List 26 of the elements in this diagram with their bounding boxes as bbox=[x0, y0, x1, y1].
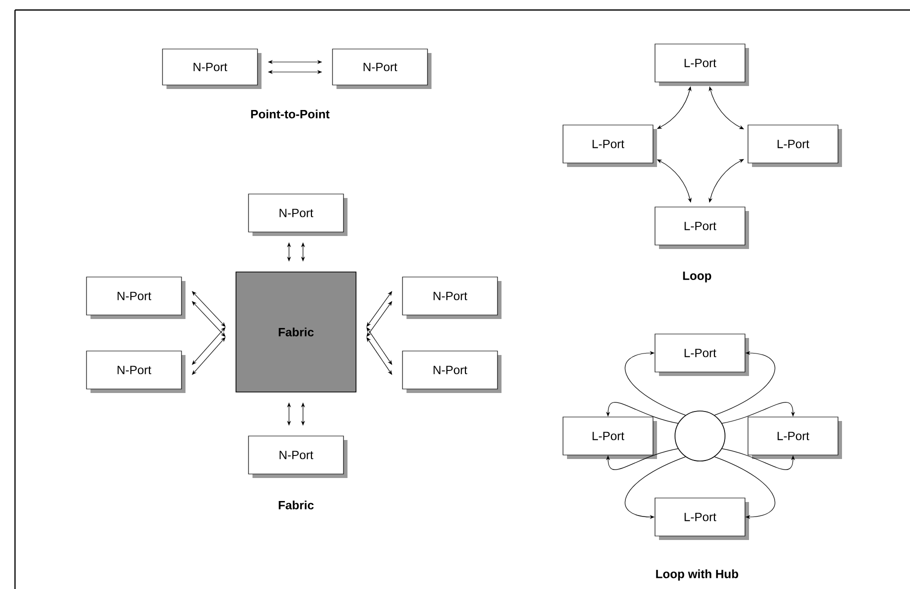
port-box: L-Port bbox=[654, 206, 749, 249]
port-box: L-Port bbox=[654, 498, 749, 540]
diagram-caption: Point-to-Point bbox=[251, 110, 330, 118]
hub-circle bbox=[674, 410, 726, 462]
port-box: N-Port bbox=[248, 194, 348, 236]
port-box: L-Port bbox=[748, 124, 842, 167]
arrow bbox=[714, 456, 776, 520]
port-box: N-Port bbox=[162, 48, 262, 89]
diagram-caption: Fabric bbox=[278, 500, 314, 510]
diagram-caption: Loop bbox=[683, 272, 712, 282]
port-box: L-Port bbox=[654, 334, 749, 376]
port-box: N-Port bbox=[86, 350, 186, 393]
port-box: L-Port bbox=[562, 124, 657, 167]
arrow bbox=[606, 448, 678, 470]
arrow bbox=[624, 350, 686, 416]
port-box: N-Port bbox=[248, 436, 348, 478]
port-box: N-Port bbox=[402, 350, 502, 393]
port-box: N-Port bbox=[332, 48, 432, 89]
port-box: N-Port bbox=[86, 276, 186, 319]
fabric-box: Fabric bbox=[236, 272, 356, 392]
diagram-caption: Loop with Hub bbox=[656, 569, 738, 581]
arrow bbox=[722, 402, 796, 424]
port-box: L-Port bbox=[748, 416, 842, 459]
port-box: N-Port bbox=[402, 276, 502, 319]
port-box: L-Port bbox=[654, 44, 749, 86]
port-box: L-Port bbox=[562, 416, 657, 459]
